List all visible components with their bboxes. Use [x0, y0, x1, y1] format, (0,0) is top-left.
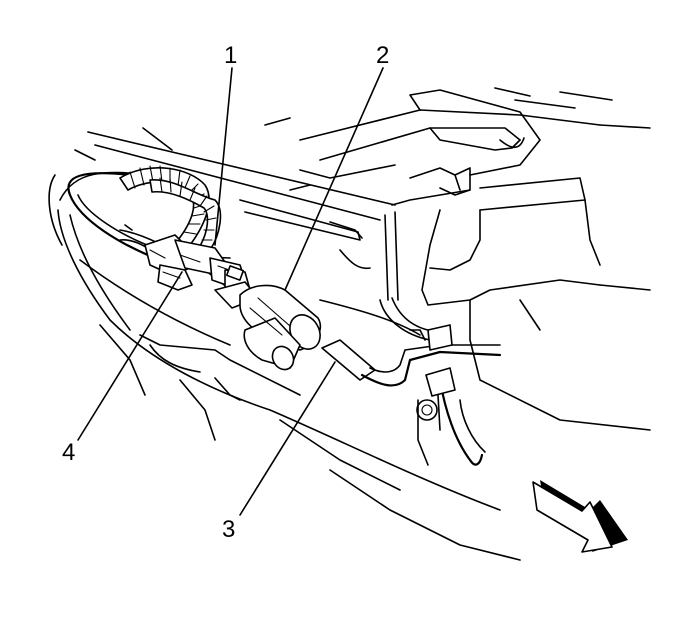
leader-lines [77, 67, 384, 516]
leader-line-2 [284, 67, 384, 291]
fuel-outlet-line [321, 297, 502, 466]
leader-line-1 [214, 67, 233, 246]
front-of-vehicle-arrow-icon [532, 480, 628, 553]
fuel-filter [214, 281, 322, 371]
corrugated-conduit [119, 165, 222, 251]
callout-number-1: 1 [224, 42, 237, 69]
callout-number-2: 2 [376, 42, 389, 69]
vehicle-underbody [48, 87, 651, 561]
leader-line-4 [77, 271, 183, 441]
leader-line-3 [239, 361, 336, 516]
callout-number-4: 4 [62, 439, 75, 466]
callout-number-3: 3 [222, 516, 235, 543]
